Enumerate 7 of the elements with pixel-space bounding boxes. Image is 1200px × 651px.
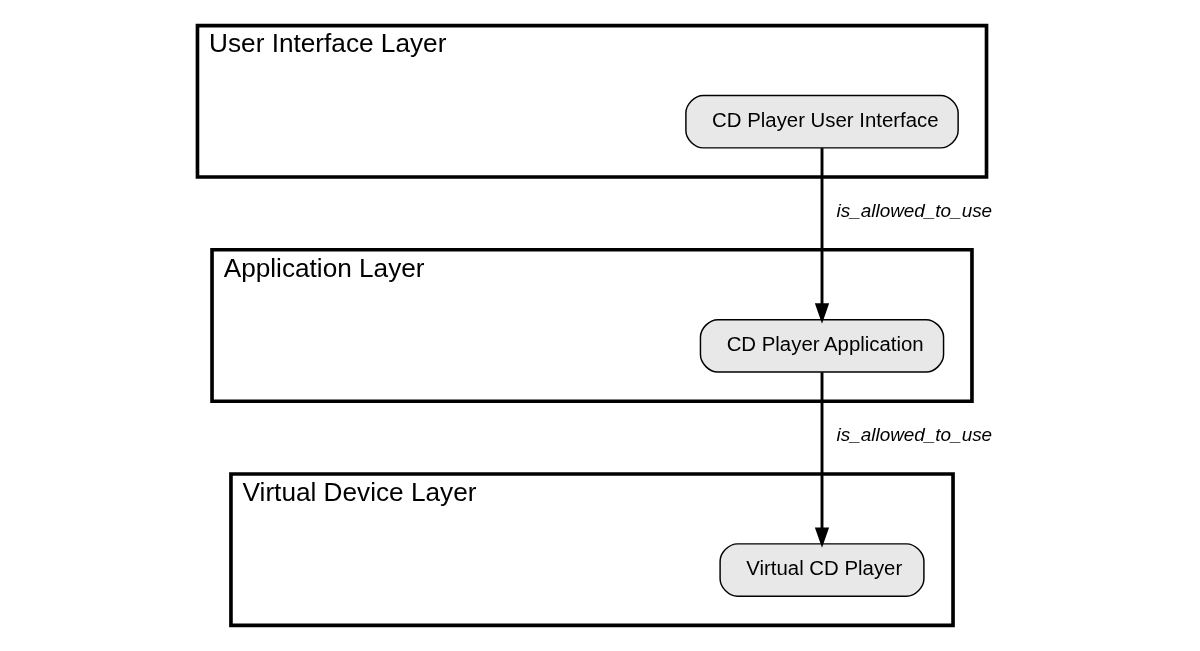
edge-label: is_allowed_to_use [836,199,993,221]
arrow [814,148,830,324]
node-box: CD Player Application [699,318,945,373]
node-box: CD Player User Interface [685,94,959,149]
node-box: Virtual CD Player [719,543,925,597]
arrow [814,372,830,548]
edge-label: is_allowed_to_use [836,424,993,446]
